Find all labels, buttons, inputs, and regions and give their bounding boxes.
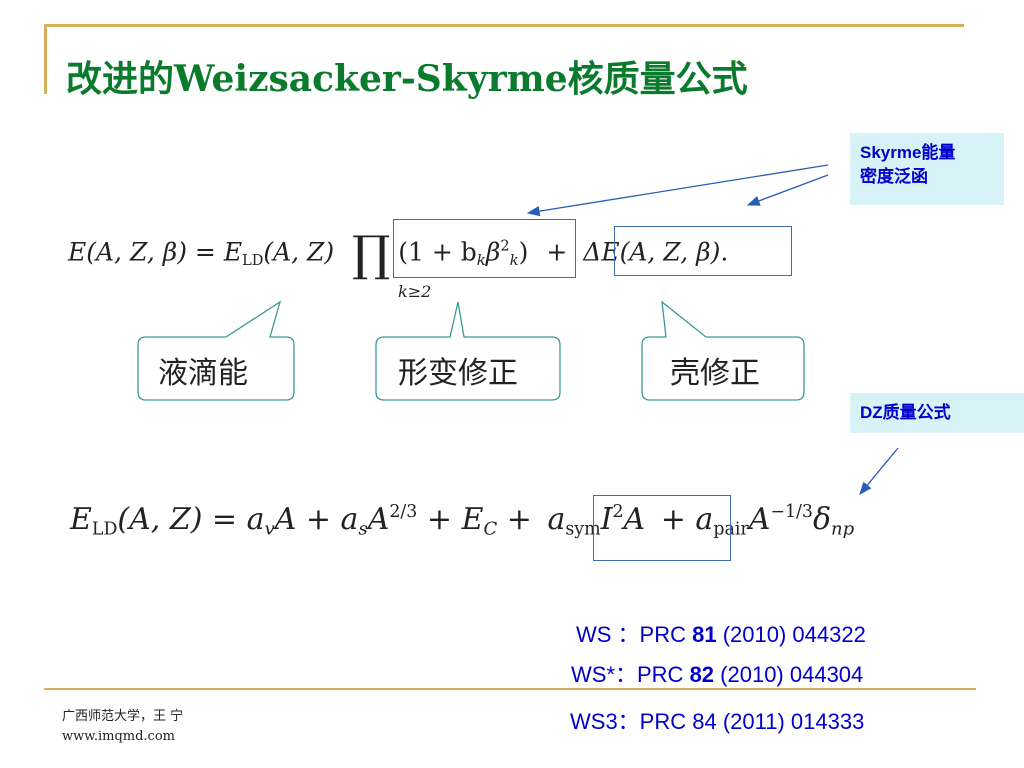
formula1-lhs: E(A, Z, β) = E [68,237,243,267]
ref2-volume: 82 [689,662,715,687]
formula1-prod-close: ) [518,237,529,267]
formula2-pair-sub: pair [713,519,749,540]
ref1-volume: 81 [692,622,717,647]
callout-liquid-drop [137,300,295,401]
formula2-e-sub: LD [91,519,118,540]
formula2-delta-sub: np [831,518,855,540]
formula1-beta-sup: 2 [500,238,510,255]
symmetry-box [593,495,731,561]
footer-affiliation: 广西师范大学，王 宁 [62,709,184,724]
formula2-plus: + [497,502,542,538]
callout-shell [641,300,805,401]
formula1-lhs2: (A, Z) [263,237,335,267]
liquid-drop-formula: ELD(A, Z) = avA + asA2/3 + EC + asymI2A … [70,502,854,540]
footer: 广西师范大学，王 宁 www.imqmd.com [62,707,183,747]
callout-deformation-label: 形变修正 [398,356,518,391]
formula2-args: (A, Z) = a [117,502,265,538]
ref1-post: (2010) 044322 [716,622,866,647]
formula1-prod-sub-k: k [476,250,486,269]
formula2-a4: A [748,502,771,538]
slide-title: 改进的Weizsacker-Skyrme核质量公式 [66,58,748,100]
top-rule [44,24,964,27]
ref2-pre: WS*：PRC [571,662,690,687]
arrow-to-sym [859,447,899,496]
reference-ws: WS ：PRC 81 (2010) 044322 [576,617,866,649]
formula1-beta-sub: k [509,250,519,269]
formula1-lhs-sub: LD [242,252,264,269]
footer-website: www.imqmd.com [62,729,175,744]
product-index: k≥2 [398,282,432,301]
product-symbol: ∏ [352,226,391,282]
formula2-a4-sup: −1/3 [770,502,813,522]
formula2-av-sub: v [264,518,275,540]
arrow-to-deformation [526,164,829,217]
deformation-box [393,219,576,278]
reference-ws-star: WS*：PRC 82 (2010) 044304 [571,657,863,689]
formula1-plus: + [546,237,568,267]
callout-liquid-drop-label: 液滴能 [158,356,248,391]
formula2-a1: A + a [274,502,359,538]
energy-formula: E(A, Z, β) = ELD(A, Z) ∏ (1 + bkβ2k) + Δ… [68,226,728,282]
callout-shell-label: 壳修正 [670,356,760,391]
bottom-rule [44,688,976,690]
formula2-ec: + E [417,502,484,538]
formula1-prod-body: (1 + b [398,237,477,267]
formula2-asym: a [547,502,566,538]
formula2-a3: A [623,502,646,538]
ref1-pre: WS ：PRC [576,622,693,647]
formula1-delta: ΔE(A, Z, β) [583,237,721,267]
dz-note: DZ质量公式 [850,393,1024,433]
formula2-asym-sub: sym [565,519,601,540]
arrow-to-shell [746,174,829,206]
formula2-e: E [70,502,92,538]
ref2-post: (2010) 044304 [714,662,864,687]
formula2-pair-plus: + a [651,502,714,538]
reference-ws3: WS3：PRC 84 (2011) 014333 [570,709,865,734]
formula2-a2: A [367,502,390,538]
formula2-as-sub: s [358,518,368,540]
skyrme-note-line1: Skyrme能量 [860,143,956,162]
formula2-i-sup: 2 [612,502,624,522]
left-rule [44,24,47,94]
formula2-a2-sup: 2/3 [389,502,418,522]
formula1-beta: β [485,237,501,267]
shell-box [614,226,792,276]
formula2-delta: δ [812,502,832,538]
skyrme-note: Skyrme能量 密度泛函 [850,133,1004,205]
callout-deformation [375,301,561,401]
formula1-end: . [720,237,729,267]
skyrme-note-line2: 密度泛函 [860,167,928,186]
formula2-i: I [600,502,613,538]
formula2-ec-sub: C [483,518,498,540]
